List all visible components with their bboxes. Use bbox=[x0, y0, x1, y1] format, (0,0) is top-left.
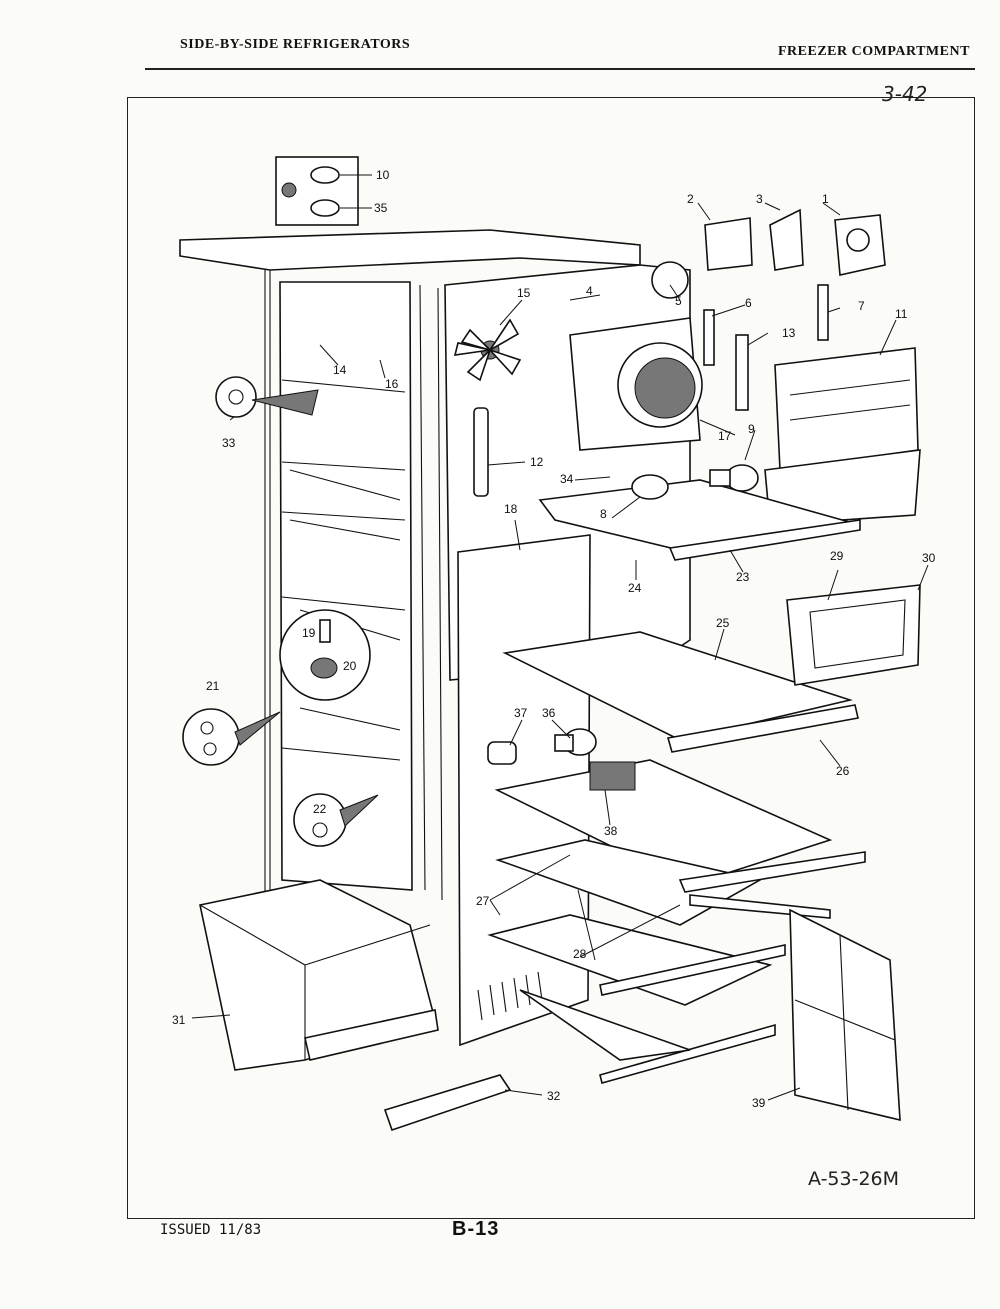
svg-text:6: 6 bbox=[745, 296, 752, 310]
svg-text:5: 5 bbox=[675, 294, 682, 308]
svg-text:8: 8 bbox=[600, 507, 607, 521]
page-number: B-13 bbox=[452, 1218, 500, 1240]
svg-text:9: 9 bbox=[748, 422, 755, 436]
bracket-12 bbox=[473, 407, 489, 497]
freezer-bin bbox=[199, 879, 439, 1071]
svg-text:3: 3 bbox=[756, 192, 763, 206]
callout-labels: 1 2 3 4 5 6 7 8 9 10 11 12 13 14 15 16 1… bbox=[172, 168, 936, 1110]
svg-text:15: 15 bbox=[517, 286, 531, 300]
svg-text:1: 1 bbox=[822, 192, 829, 206]
brackets bbox=[703, 208, 886, 411]
svg-text:13: 13 bbox=[782, 326, 796, 340]
svg-text:29: 29 bbox=[830, 549, 844, 563]
control-knobs-inset bbox=[275, 156, 360, 226]
svg-text:17: 17 bbox=[718, 429, 732, 443]
divider-38 bbox=[589, 761, 636, 791]
svg-text:26: 26 bbox=[836, 764, 850, 778]
evaporator-shelf bbox=[538, 479, 861, 561]
svg-text:35: 35 bbox=[374, 201, 388, 215]
svg-text:12: 12 bbox=[530, 455, 544, 469]
detail-insets bbox=[182, 376, 379, 847]
svg-text:32: 32 bbox=[547, 1089, 561, 1103]
svg-text:22: 22 bbox=[313, 802, 327, 816]
svg-text:36: 36 bbox=[542, 706, 556, 720]
svg-text:25: 25 bbox=[716, 616, 730, 630]
light-bulbs bbox=[487, 464, 759, 765]
shelf-trim-32 bbox=[383, 1074, 512, 1132]
svg-text:33: 33 bbox=[222, 436, 236, 450]
svg-text:28: 28 bbox=[573, 947, 587, 961]
header-rule bbox=[145, 68, 975, 70]
svg-text:10: 10 bbox=[376, 168, 390, 182]
fan-blade bbox=[453, 318, 522, 382]
right-title: FREEZER COMPARTMENT bbox=[778, 44, 970, 59]
svg-text:38: 38 bbox=[604, 824, 618, 838]
svg-text:2: 2 bbox=[687, 192, 694, 206]
svg-text:24: 24 bbox=[628, 581, 642, 595]
issued-date: ISSUED 11/83 bbox=[160, 1222, 262, 1238]
svg-text:27: 27 bbox=[476, 894, 490, 908]
svg-text:21: 21 bbox=[206, 679, 220, 693]
svg-text:20: 20 bbox=[343, 659, 357, 673]
svg-text:14: 14 bbox=[333, 363, 347, 377]
svg-text:23: 23 bbox=[736, 570, 750, 584]
leader-lines bbox=[191, 174, 929, 1101]
svg-text:30: 30 bbox=[922, 551, 936, 565]
top-shelf bbox=[502, 631, 859, 753]
fan-motor-assembly bbox=[569, 261, 703, 451]
svg-text:37: 37 bbox=[514, 706, 528, 720]
svg-text:34: 34 bbox=[560, 472, 574, 486]
svg-text:16: 16 bbox=[385, 377, 399, 391]
drawing-number: A-53-26M bbox=[808, 1168, 900, 1190]
svg-text:7: 7 bbox=[858, 299, 865, 313]
ice-door bbox=[786, 584, 921, 686]
svg-text:19: 19 bbox=[302, 626, 316, 640]
left-title: SIDE-BY-SIDE REFRIGERATORS bbox=[180, 37, 411, 52]
page-ref: 3-42 bbox=[882, 82, 928, 106]
control-panel bbox=[764, 347, 921, 526]
rear-cover-39 bbox=[789, 908, 901, 1122]
svg-text:31: 31 bbox=[172, 1013, 186, 1027]
diagram-frame bbox=[127, 97, 975, 1219]
svg-text:11: 11 bbox=[895, 307, 908, 321]
svg-text:39: 39 bbox=[752, 1096, 766, 1110]
svg-text:18: 18 bbox=[504, 502, 518, 516]
glass-shelves bbox=[487, 759, 866, 1084]
svg-text:4: 4 bbox=[586, 284, 593, 298]
